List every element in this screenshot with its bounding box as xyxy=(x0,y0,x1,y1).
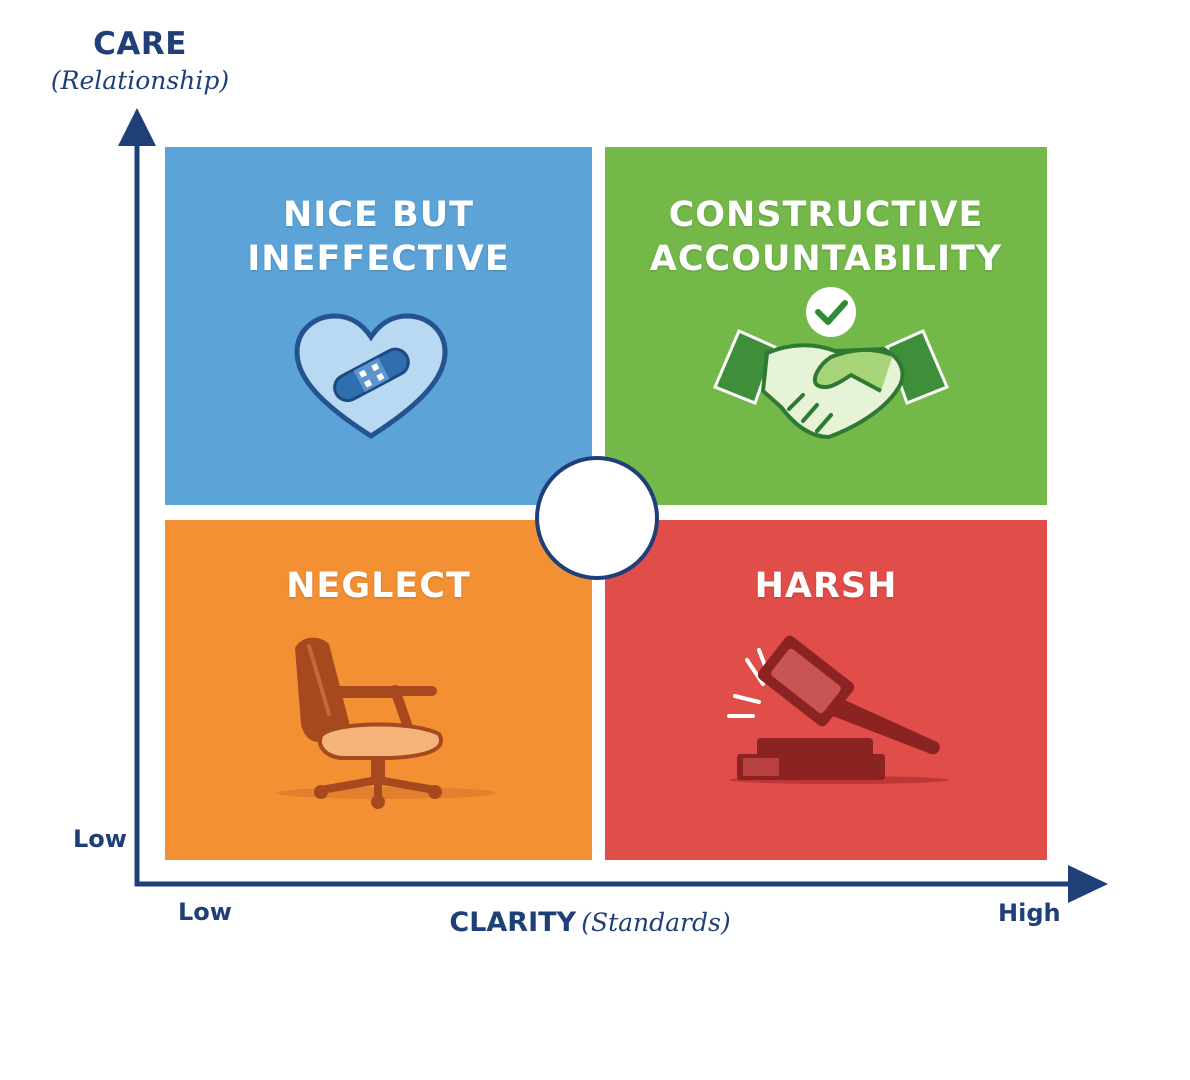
y-axis-label: CARE xyxy=(93,26,187,62)
x-axis-label: CLARITY xyxy=(449,907,577,938)
y-axis-sublabel: (Relationship) xyxy=(50,66,230,95)
quadrant-title-line: CONSTRUCTIVE xyxy=(668,195,984,235)
check-icon xyxy=(806,287,856,337)
quadrant-title: CONSTRUCTIVE ACCOUNTABILITY xyxy=(650,193,1002,281)
empty-chair-icon xyxy=(276,637,496,809)
quadrant-nice-but-ineffective: NICE BUT INEFFECTIVE xyxy=(165,147,592,505)
handshake-check-icon xyxy=(713,287,949,439)
quadrant-title: HARSH xyxy=(754,566,898,606)
x-axis-high-label: High xyxy=(998,899,1061,927)
y-axis-title: CARE (Relationship) xyxy=(40,26,240,95)
quadrant-neglect: NEGLECT xyxy=(165,520,592,860)
x-axis-arrow xyxy=(1068,865,1108,903)
heart-bandage-icon xyxy=(294,313,448,439)
quadrant-title: NICE BUT INEFFECTIVE xyxy=(247,193,510,281)
quadrant-title-line: NICE BUT xyxy=(282,195,475,235)
quadrant-title-line: ACCOUNTABILITY xyxy=(649,239,1003,279)
x-axis-sublabel: (Standards) xyxy=(581,908,731,937)
quadrant-harsh: HARSH xyxy=(605,520,1047,860)
x-axis-title: CLARITY (Standards) xyxy=(340,907,840,938)
x-axis-low-label: Low xyxy=(178,898,232,926)
y-axis-arrow xyxy=(118,108,156,146)
center-circle xyxy=(535,456,659,580)
quadrant-title: NEGLECT xyxy=(286,566,471,606)
quadrant-title-line: INEFFECTIVE xyxy=(247,239,510,279)
y-axis-low-label: Low xyxy=(73,825,127,853)
gavel-icon xyxy=(727,635,949,784)
quadrant-constructive-accountability: CONSTRUCTIVE ACCOUNTABILITY xyxy=(605,147,1047,505)
